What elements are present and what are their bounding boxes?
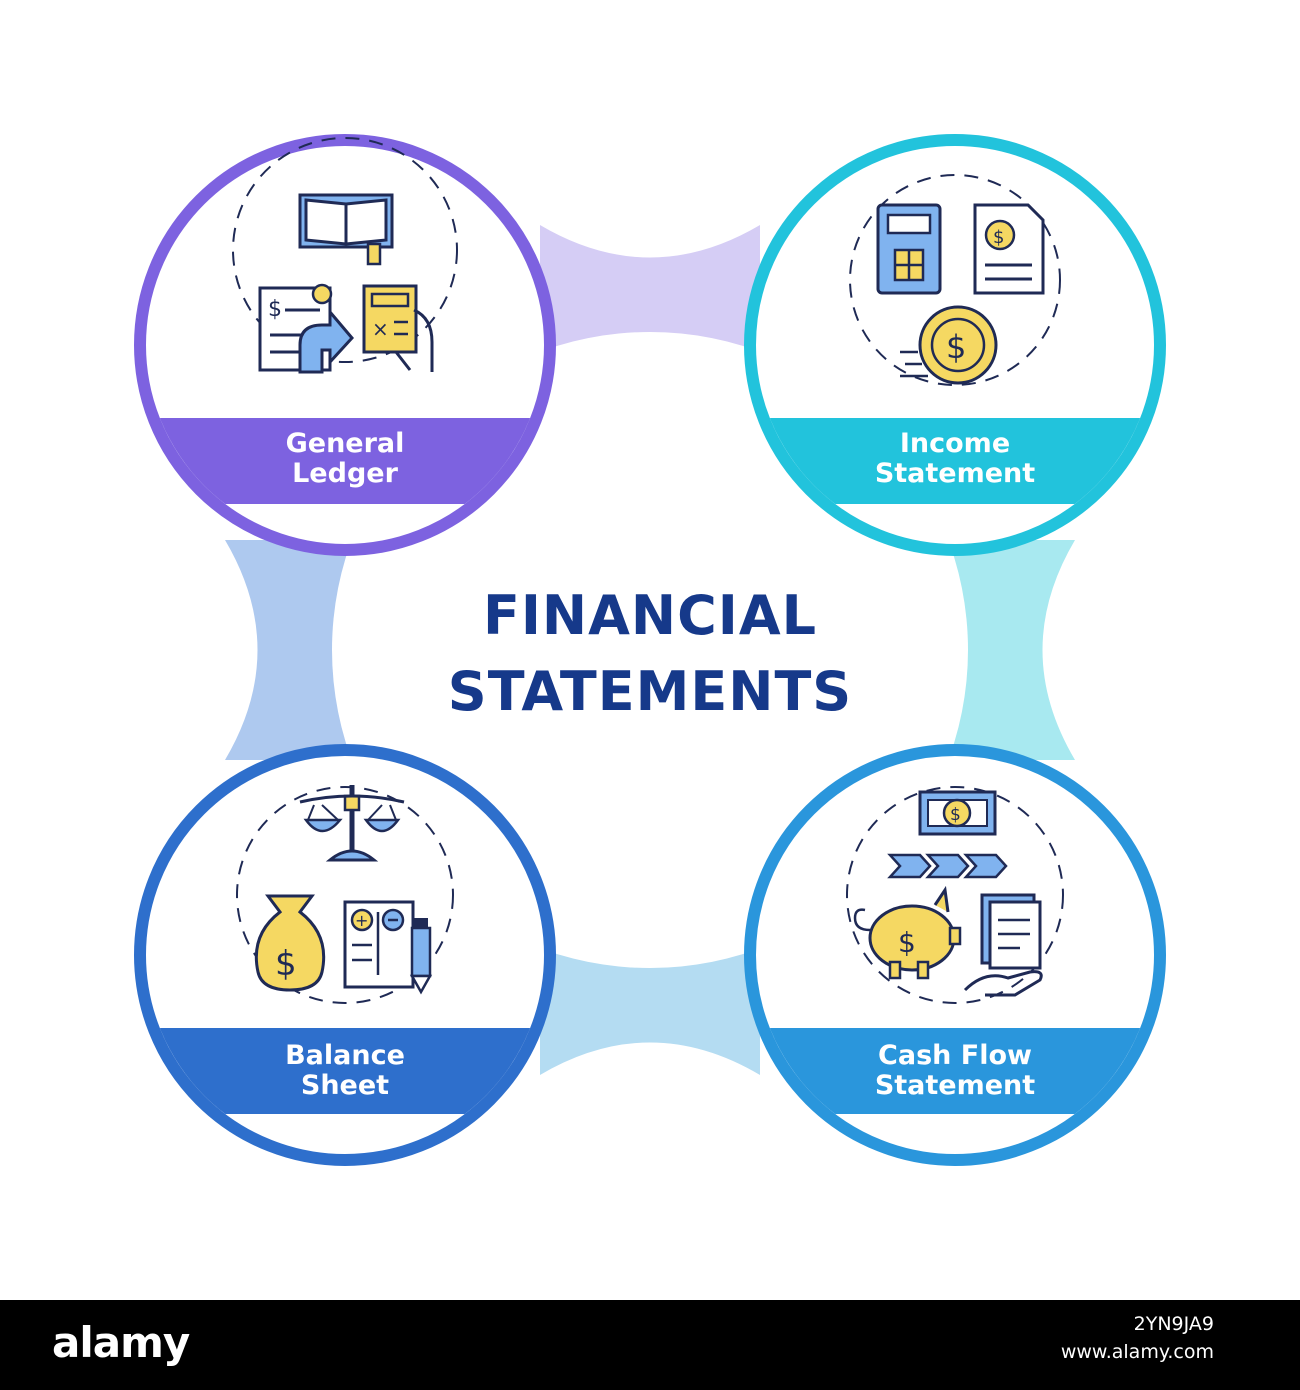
diagram-title: FINANCIAL STATEMENTS bbox=[350, 578, 950, 730]
pen-icon bbox=[409, 918, 433, 995]
title-line-1: FINANCIAL bbox=[482, 584, 818, 647]
stock-id: 2YN9JA9 www.alamy.com bbox=[1061, 1310, 1214, 1366]
svg-text:×: × bbox=[372, 317, 389, 341]
svg-text:$: $ bbox=[898, 926, 916, 959]
dashed-ring bbox=[846, 786, 1064, 1004]
document-hand-icon bbox=[963, 893, 1043, 997]
label-line: Cash Flow bbox=[878, 1040, 1032, 1071]
label-cash-flow-statement: Cash Flow Statement bbox=[745, 1041, 1165, 1101]
node-income-statement: $ $ bbox=[744, 134, 1166, 556]
banknote-icon: $ bbox=[918, 790, 997, 836]
dashed-ring bbox=[849, 174, 1061, 386]
arrow-icon bbox=[298, 307, 354, 374]
label-income-statement: Income Statement bbox=[745, 429, 1165, 489]
diagram-canvas: $ × bbox=[134, 134, 1166, 1166]
label-general-ledger: General Ledger bbox=[135, 429, 555, 489]
money-bag-icon: $ bbox=[254, 894, 326, 992]
label-line: Sheet bbox=[300, 1070, 390, 1101]
stock-footer: alamy 2YN9JA9 www.alamy.com bbox=[0, 1300, 1300, 1390]
stock-url: www.alamy.com bbox=[1060, 1341, 1214, 1363]
calculator-icon bbox=[876, 203, 942, 295]
stock-image-id: 2YN9JA9 bbox=[1133, 1313, 1214, 1335]
label-line: Balance bbox=[285, 1040, 405, 1071]
label-line: Statement bbox=[874, 458, 1036, 489]
chevron-arrows-icon bbox=[887, 853, 1008, 879]
dashed-ring bbox=[232, 137, 458, 363]
svg-text:$: $ bbox=[268, 297, 282, 322]
label-balance-sheet: Balance Sheet bbox=[135, 1041, 555, 1101]
label-line: Statement bbox=[874, 1070, 1036, 1101]
title-line-2: STATEMENTS bbox=[447, 660, 853, 723]
plus-minus-document-icon: + bbox=[343, 900, 415, 989]
label-line: Income bbox=[899, 428, 1011, 459]
label-line: Ledger bbox=[292, 458, 398, 489]
svg-text:$: $ bbox=[993, 227, 1004, 248]
label-line: General bbox=[285, 428, 405, 459]
dashed-ring bbox=[236, 786, 454, 1004]
open-book-icon bbox=[298, 193, 394, 266]
scales-icon bbox=[299, 785, 405, 862]
svg-text:$: $ bbox=[946, 328, 966, 366]
svg-text:$: $ bbox=[275, 944, 297, 984]
dollar-document-icon: $ bbox=[973, 203, 1045, 295]
dollar-coin-icon: $ bbox=[900, 305, 998, 385]
piggy-bank-icon: $ bbox=[853, 885, 962, 980]
svg-text:+: + bbox=[355, 911, 368, 930]
node-balance-sheet: $ + bbox=[134, 744, 556, 1166]
stock-logo: alamy bbox=[52, 1318, 190, 1367]
node-general-ledger: $ × bbox=[134, 134, 556, 556]
node-cash-flow-statement: $ $ bbox=[744, 744, 1166, 1166]
svg-text:$: $ bbox=[950, 805, 961, 825]
calculator-hand-icon: × bbox=[362, 284, 434, 372]
